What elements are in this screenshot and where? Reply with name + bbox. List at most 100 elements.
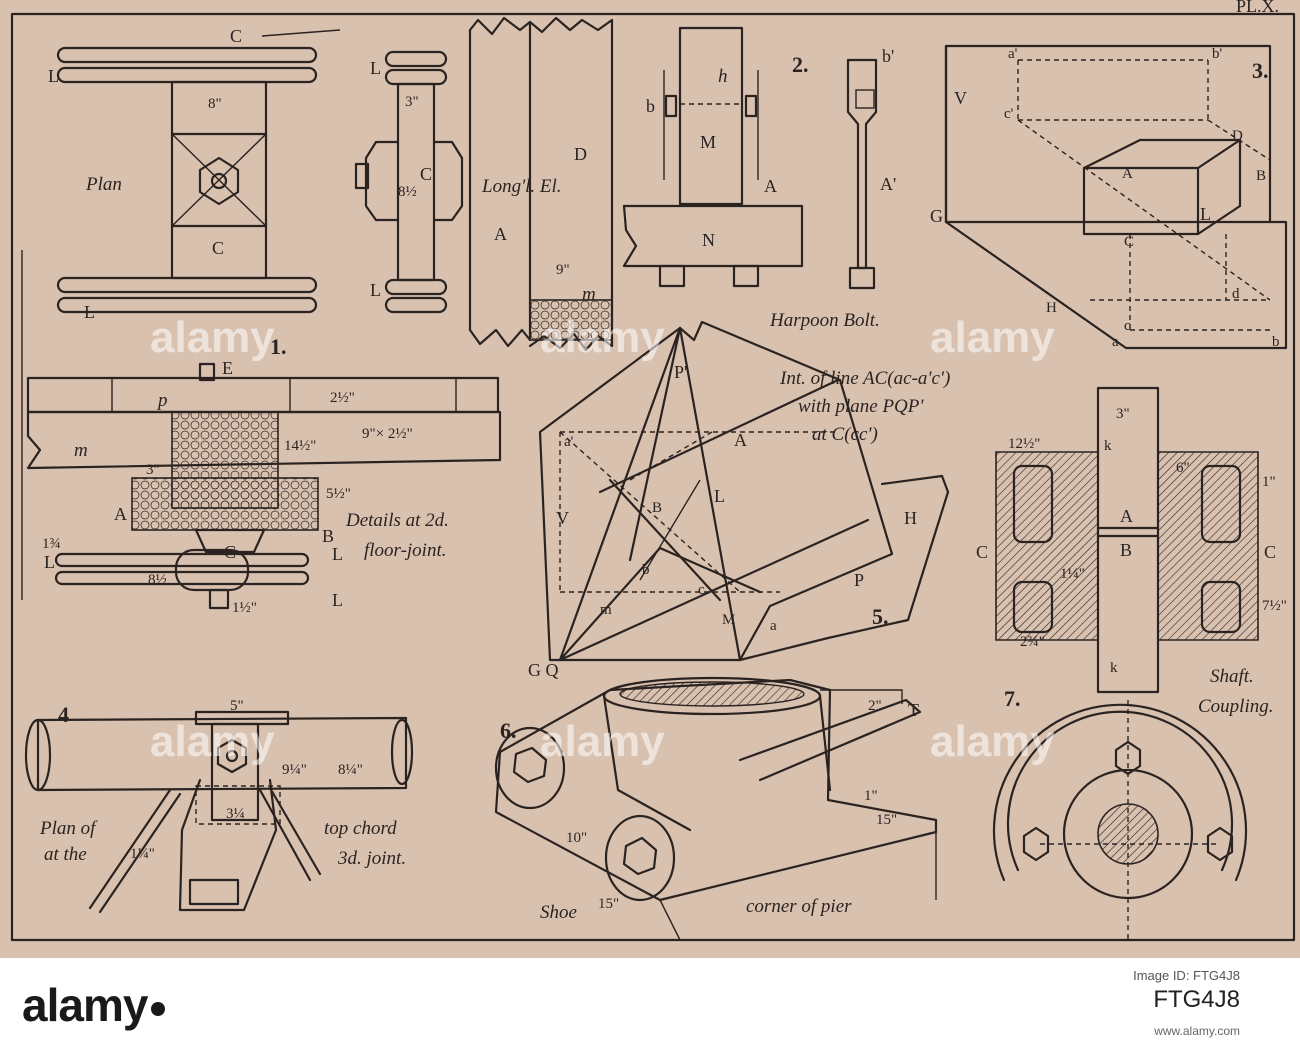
watermark: alamy: [540, 313, 665, 362]
alamy-logo[interactable]: alamy: [22, 978, 166, 1032]
fig5-label-M: M: [722, 612, 735, 628]
engraving-plate: PL.X. C L 8" Plan C L L 3" C 8½ L: [0, 0, 1300, 958]
fig5-label-L: L: [714, 486, 725, 506]
fig5-label-H: H: [904, 508, 917, 528]
fig1-details-caption: Details at 2d.: [345, 510, 449, 531]
fig1-detail-L2: L: [44, 552, 55, 572]
fig6-shoe: [494, 676, 938, 941]
fig3-label-d: d: [1232, 286, 1240, 302]
fig5-title-line2: with plane PQP': [798, 396, 924, 417]
watermark: alamy: [150, 717, 275, 766]
fig6-corner-caption: corner of pier: [746, 896, 852, 917]
fig4-dim-3q: 3¼: [226, 806, 245, 822]
fig7-shaft-coupling: [992, 386, 1259, 940]
fig1-detail-L1: L: [332, 544, 343, 564]
fig5-label-m: m: [600, 602, 612, 618]
fig1-plan: [56, 46, 318, 314]
fig4-top-chord-plan: [24, 710, 414, 914]
fig1-plan-label: Plan: [85, 174, 122, 195]
fig3-label-aprime: a': [1008, 46, 1018, 62]
fig7-label-k-bottom: k: [1110, 660, 1118, 676]
fig7-coupling-caption: Coupling.: [1198, 696, 1273, 717]
fig6-dim-10: 10": [566, 830, 587, 846]
fig1-leader: [261, 29, 341, 37]
fig1-label-D: D: [574, 144, 587, 164]
site-url[interactable]: www.alamy.com: [1154, 1024, 1240, 1038]
fig7-dim-3: 3": [1116, 406, 1130, 422]
fig1-dim-9x2: 9"× 2½": [362, 426, 413, 442]
fig5-label-aprime: a': [564, 434, 574, 450]
fig5-label-c: c: [698, 582, 705, 598]
fig2-label-N: N: [702, 230, 715, 250]
fig3-label-G: G: [930, 206, 943, 226]
fig1-dim-8half: 8½: [398, 184, 417, 200]
fig6-dim-2: 2": [868, 698, 882, 714]
fig1-detail-A: A: [114, 504, 127, 524]
fig2-label-b: b: [646, 96, 655, 116]
fig7-dim-6: 6": [1176, 460, 1190, 476]
fig3-label-cprime: c': [1004, 106, 1014, 122]
fig4-dim-1q: 1¼": [130, 846, 155, 862]
fig5-label-A: A: [734, 430, 747, 450]
fig1-label-L-bottom: L: [84, 302, 95, 322]
fig1-number: 1.: [270, 334, 287, 359]
fig6-shoe-caption: Shoe: [540, 902, 577, 923]
fig2-label-h: h: [718, 66, 728, 87]
watermark: alamy: [930, 313, 1055, 362]
fig5-label-V: V: [556, 508, 569, 528]
fig3-label-C: C: [1124, 234, 1134, 250]
fig4-number: 4: [58, 702, 69, 727]
fig1-side-elevation: [354, 50, 464, 314]
fig3-label-H: H: [1046, 300, 1057, 316]
fig1-dim-1-3q: 1¾: [42, 536, 61, 552]
fig5-title-line1: Int. of line AC(ac-a'c'): [779, 368, 950, 389]
fig3-projection: [944, 44, 1288, 350]
fig6-label-T: T: [908, 700, 919, 720]
fig4-dim-5: 5": [230, 698, 244, 714]
image-id-value: FTG4J8: [1153, 986, 1240, 1013]
plate-number: PL.X.: [1236, 0, 1279, 16]
fig5-intersection: [538, 320, 950, 662]
fig1-detail-C: C: [224, 542, 236, 562]
fig5-label-b: b: [642, 562, 650, 578]
fig5-number: 5.: [872, 604, 889, 629]
watermark: alamy: [930, 717, 1055, 766]
fig1-dim-8half-b: 8½: [148, 572, 167, 588]
fig5-label-P: P: [854, 570, 864, 590]
fig1-label-A: A: [494, 224, 507, 244]
fig3-label-D: D: [1232, 128, 1243, 144]
fig5-title-line3: at C(cc'): [812, 424, 878, 445]
fig3-label-A: A: [1122, 166, 1133, 182]
fig7-label-A: A: [1120, 506, 1133, 526]
stock-footer: alamy Image ID: FTG4J8 FTG4J8 www.alamy.…: [0, 958, 1300, 1048]
fig1-label-C-mid: C: [212, 238, 224, 258]
fig1-label-m-detail: m: [74, 440, 88, 461]
watermark: alamy: [150, 313, 275, 362]
fig6-dim-1: 1": [864, 788, 878, 804]
fig1-floor-joint-caption: floor-joint.: [364, 540, 447, 561]
fig1-label-L-top: L: [48, 66, 59, 86]
fig2-label-bprime: b': [882, 46, 894, 66]
fig2-caption: Harpoon Bolt.: [769, 310, 880, 331]
fig3-label-b: b: [1272, 334, 1280, 350]
fig5-label-a: a: [770, 618, 777, 634]
fig3-label-B: B: [1256, 168, 1266, 184]
drawing-canvas: PL.X. C L 8" Plan C L L 3" C 8½ L: [0, 0, 1300, 958]
fig2-label-Aprime: A': [880, 174, 896, 194]
fig3-label-bprime: b': [1212, 46, 1223, 62]
fig3-label-c: c: [1124, 318, 1131, 334]
fig7-dim-7half: 7½": [1262, 598, 1287, 614]
plate-border: [10, 12, 1296, 942]
fig3-label-a: a: [1112, 334, 1119, 350]
fig7-number: 7.: [1004, 686, 1021, 711]
logo-text: alamy: [22, 979, 148, 1031]
fig1-dim-1half: 1½": [232, 600, 257, 616]
fig6-dim-15b: 15": [598, 896, 619, 912]
fig1-dim-3b: 3": [146, 462, 160, 478]
fig1-floor-joint-detail: [21, 250, 502, 610]
fig2-label-A: A: [764, 176, 777, 196]
fig3-label-L: L: [1200, 204, 1211, 224]
fig1-side-C: C: [420, 164, 432, 184]
fig1-label-E: E: [222, 358, 233, 378]
fig3-number: 3.: [1252, 58, 1269, 83]
